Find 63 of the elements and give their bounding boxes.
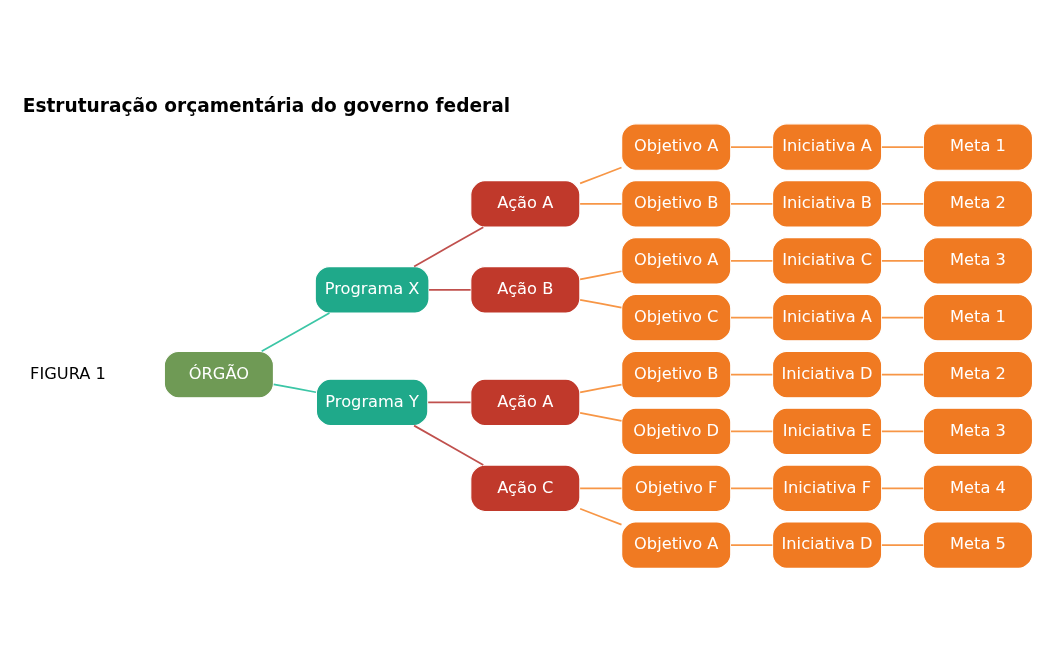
node-box: Meta 1 bbox=[922, 122, 1034, 171]
node-box: Ação C bbox=[470, 464, 581, 512]
connector bbox=[579, 298, 623, 308]
connector bbox=[730, 543, 774, 546]
node-box: Ação B bbox=[470, 265, 581, 314]
node-box: ÓRGÃO bbox=[163, 350, 275, 398]
connector bbox=[881, 430, 925, 432]
connector bbox=[730, 202, 774, 205]
connector bbox=[579, 486, 623, 489]
connector bbox=[579, 269, 623, 280]
connector bbox=[730, 259, 774, 262]
connector bbox=[579, 411, 623, 422]
connector bbox=[260, 311, 331, 352]
connector bbox=[579, 202, 623, 205]
node-box: Meta 2 bbox=[922, 350, 1034, 398]
node-box: Meta 4 bbox=[922, 464, 1034, 512]
connector bbox=[881, 373, 925, 375]
connector bbox=[272, 383, 317, 393]
node-box: Iniciativa D bbox=[771, 520, 883, 569]
node-box: Iniciativa C bbox=[771, 236, 883, 285]
node-box: Objetivo A bbox=[621, 236, 732, 285]
node-box: Objetivo A bbox=[621, 520, 732, 569]
node-box: Objetivo D bbox=[621, 407, 732, 455]
node-box: Programa X bbox=[314, 265, 430, 314]
connector bbox=[881, 202, 925, 205]
connector bbox=[413, 225, 485, 267]
node-box: Meta 3 bbox=[922, 407, 1034, 455]
connector bbox=[730, 316, 774, 318]
node-box: Meta 1 bbox=[922, 293, 1034, 341]
connector bbox=[881, 543, 925, 546]
connector bbox=[579, 383, 623, 393]
connector bbox=[413, 424, 485, 466]
connector bbox=[730, 430, 774, 432]
node-box: Meta 3 bbox=[922, 236, 1034, 285]
connector bbox=[881, 145, 925, 148]
node-box: Meta 5 bbox=[922, 520, 1034, 569]
node-box: Objetivo C bbox=[621, 293, 732, 341]
connector bbox=[881, 316, 925, 318]
connector bbox=[579, 166, 623, 184]
node-box: Iniciativa A bbox=[771, 293, 883, 341]
node-box: Iniciativa D bbox=[771, 350, 883, 398]
node-box: Iniciativa A bbox=[771, 122, 883, 171]
diagram-title: Estruturação orçamentária do governo federal bbox=[22, 94, 511, 116]
connector bbox=[427, 401, 472, 403]
node-box: Objetivo B bbox=[621, 350, 732, 398]
label: FIGURA 1 bbox=[30, 363, 106, 383]
node-box: Iniciativa F bbox=[771, 464, 883, 512]
node-box: Iniciativa E bbox=[771, 407, 883, 455]
connector bbox=[881, 486, 925, 489]
node-box: Iniciativa B bbox=[771, 179, 883, 228]
connector bbox=[730, 486, 774, 489]
connector bbox=[579, 507, 623, 525]
node-box: Programa Y bbox=[315, 378, 429, 426]
node-box: Objetivo B bbox=[621, 179, 732, 228]
connector bbox=[730, 145, 774, 148]
node-box: Ação A bbox=[470, 378, 581, 426]
connector bbox=[428, 288, 472, 291]
connector bbox=[881, 259, 925, 262]
node-box: Meta 2 bbox=[922, 179, 1034, 228]
node-box: Ação A bbox=[470, 179, 581, 228]
node-box: Objetivo F bbox=[621, 464, 732, 512]
node-box: Objetivo A bbox=[621, 122, 732, 171]
connector bbox=[730, 373, 774, 375]
